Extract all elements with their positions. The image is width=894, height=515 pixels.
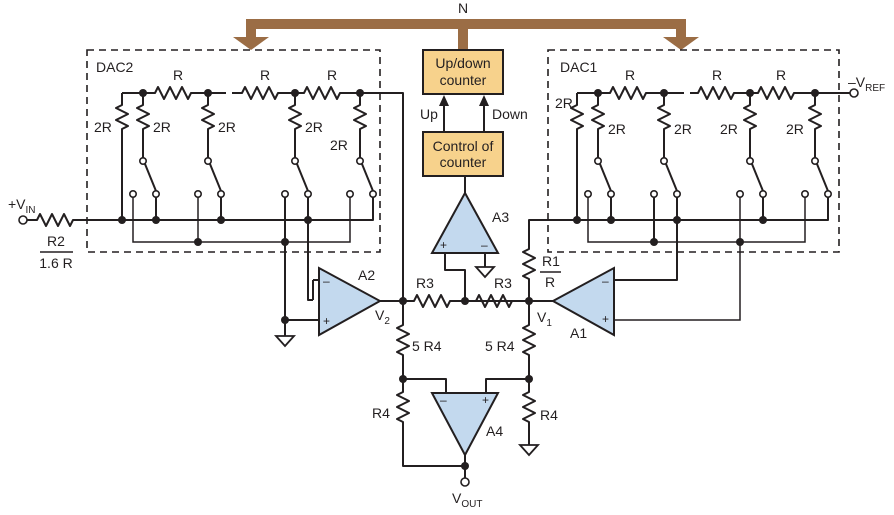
control-of-counter: Control of counter xyxy=(422,131,504,177)
r2-label: R2 xyxy=(47,233,65,249)
vout-label: VOUT xyxy=(452,490,482,510)
dac2-series-r-2: R xyxy=(260,67,270,83)
dac1-shunt-r-term: 2R xyxy=(555,95,573,111)
dac1-series-r-1: R xyxy=(625,67,635,83)
control-line1: Control of xyxy=(433,138,494,154)
a3-label: A3 xyxy=(492,209,509,225)
dac1-boundary xyxy=(547,49,840,253)
dac1-series-r-3: R xyxy=(776,67,786,83)
dac2-series-r-1: R xyxy=(173,67,183,83)
vout-terminal xyxy=(460,477,470,487)
dac2-shunt-r-2: 2R xyxy=(218,119,236,135)
r2-value: 1.6 R xyxy=(39,255,72,271)
opamp-a1: – + A1 xyxy=(550,266,615,341)
a4-label: A4 xyxy=(486,423,503,439)
counter-line2: counter xyxy=(440,72,487,88)
r3-right-label: R3 xyxy=(494,275,512,291)
r1-label: R1 xyxy=(542,253,560,269)
dac2-shunt-r-4: 2R xyxy=(330,137,348,153)
r4-right-label: R4 xyxy=(540,407,558,423)
svg-text:+: + xyxy=(323,314,330,328)
r3-left-label: R3 xyxy=(416,275,434,291)
dac2-shunt-r-term: 2R xyxy=(94,119,112,135)
dac2-series-r-3: R xyxy=(327,67,337,83)
dac1-shunt-r-1: 2R xyxy=(608,121,626,137)
dac2-label: DAC2 xyxy=(96,59,134,75)
dac1-block: DAC1 R R R –VREF 2R 2R 2R 2R 2R xyxy=(528,49,885,321)
vin-label: +VIN xyxy=(8,196,36,216)
dac1-shunt-r-3: 2R xyxy=(720,121,738,137)
svg-text:–: – xyxy=(440,393,447,407)
opamp-a3: + – A3 xyxy=(430,190,509,254)
svg-text:+: + xyxy=(602,312,609,326)
up-down-counter: Up/down counter xyxy=(422,49,504,95)
svg-text:–: – xyxy=(481,238,488,252)
r4-left-label: R4 xyxy=(372,405,390,421)
vin-terminal xyxy=(18,215,28,225)
vref-terminal xyxy=(849,88,859,98)
svg-text:–: – xyxy=(602,274,609,288)
dac2-block: DAC2 R R R 2R 2R 2R 2R 2R xyxy=(85,49,404,320)
r1-value: R xyxy=(545,274,555,290)
svg-text:–: – xyxy=(323,274,330,288)
v1-label: V1 xyxy=(537,309,552,329)
counter-line1: Up/down xyxy=(435,55,490,71)
dac1-shunt-r-2: 2R xyxy=(674,121,692,137)
vref-label: –VREF xyxy=(848,74,885,94)
up-label: Up xyxy=(420,106,438,122)
dac1-label: DAC1 xyxy=(560,59,598,75)
ground-icon xyxy=(517,444,541,457)
down-arrow-icon xyxy=(479,95,489,106)
control-line2: counter xyxy=(440,154,487,170)
svg-text:+: + xyxy=(482,393,489,407)
opamp-a4: – + A4 xyxy=(430,392,503,458)
opamp-a2: – + A2 xyxy=(318,266,383,337)
dac1-series-r-2: R xyxy=(712,67,722,83)
r4x5-left-label: 5 R4 xyxy=(412,338,442,354)
r4x5-right-label: 5 R4 xyxy=(485,338,515,354)
dac2-shunt-r-3: 2R xyxy=(305,119,323,135)
ground-icon xyxy=(473,266,497,279)
up-arrow-icon xyxy=(439,95,449,106)
bus-label: N xyxy=(458,0,468,16)
input-stage: +VIN R2 1.6 R xyxy=(8,196,85,271)
dac2-boundary xyxy=(86,49,381,253)
down-label: Down xyxy=(492,106,528,122)
data-bus-n xyxy=(233,19,699,52)
svg-text:+: + xyxy=(440,238,447,252)
dac2-shunt-r-1: 2R xyxy=(153,119,171,135)
a1-label: A1 xyxy=(570,325,587,341)
dac1-shunt-r-4: 2R xyxy=(786,121,804,137)
ground-icon xyxy=(273,335,297,348)
a2-label: A2 xyxy=(358,267,375,283)
v2-label: V2 xyxy=(375,307,390,327)
